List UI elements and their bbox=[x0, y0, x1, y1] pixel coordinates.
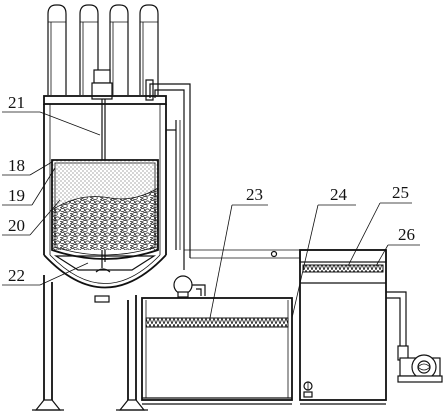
filter-cylinder bbox=[109, 4, 129, 95]
filter-cylinder bbox=[139, 4, 159, 95]
media-basket bbox=[51, 159, 159, 271]
settling-tank bbox=[141, 297, 293, 405]
filter-cylinder bbox=[47, 4, 67, 95]
air-blower bbox=[386, 291, 443, 383]
support-legs bbox=[32, 275, 148, 411]
filter-cylinder bbox=[79, 4, 99, 95]
label-25: 25 bbox=[392, 183, 409, 202]
label-23: 23 bbox=[246, 185, 263, 204]
label-24: 24 bbox=[330, 185, 348, 204]
label-18: 18 bbox=[8, 156, 25, 175]
drive-motor bbox=[91, 69, 113, 268]
label-22: 22 bbox=[8, 266, 25, 285]
leader-lines bbox=[2, 111, 420, 319]
vessel-side-pipe bbox=[145, 79, 300, 270]
label-21: 21 bbox=[8, 93, 25, 112]
discharge-outlet bbox=[94, 268, 111, 303]
label-20: 20 bbox=[8, 216, 25, 235]
collection-tank bbox=[299, 249, 387, 405]
filter-cylinders bbox=[47, 4, 159, 95]
reactor-vessel bbox=[43, 95, 167, 289]
callout-labels: 21 18 19 20 22 23 24 25 26 bbox=[8, 93, 415, 285]
transfer-pump bbox=[173, 275, 206, 298]
label-26: 26 bbox=[398, 225, 415, 244]
label-19: 19 bbox=[8, 186, 25, 205]
